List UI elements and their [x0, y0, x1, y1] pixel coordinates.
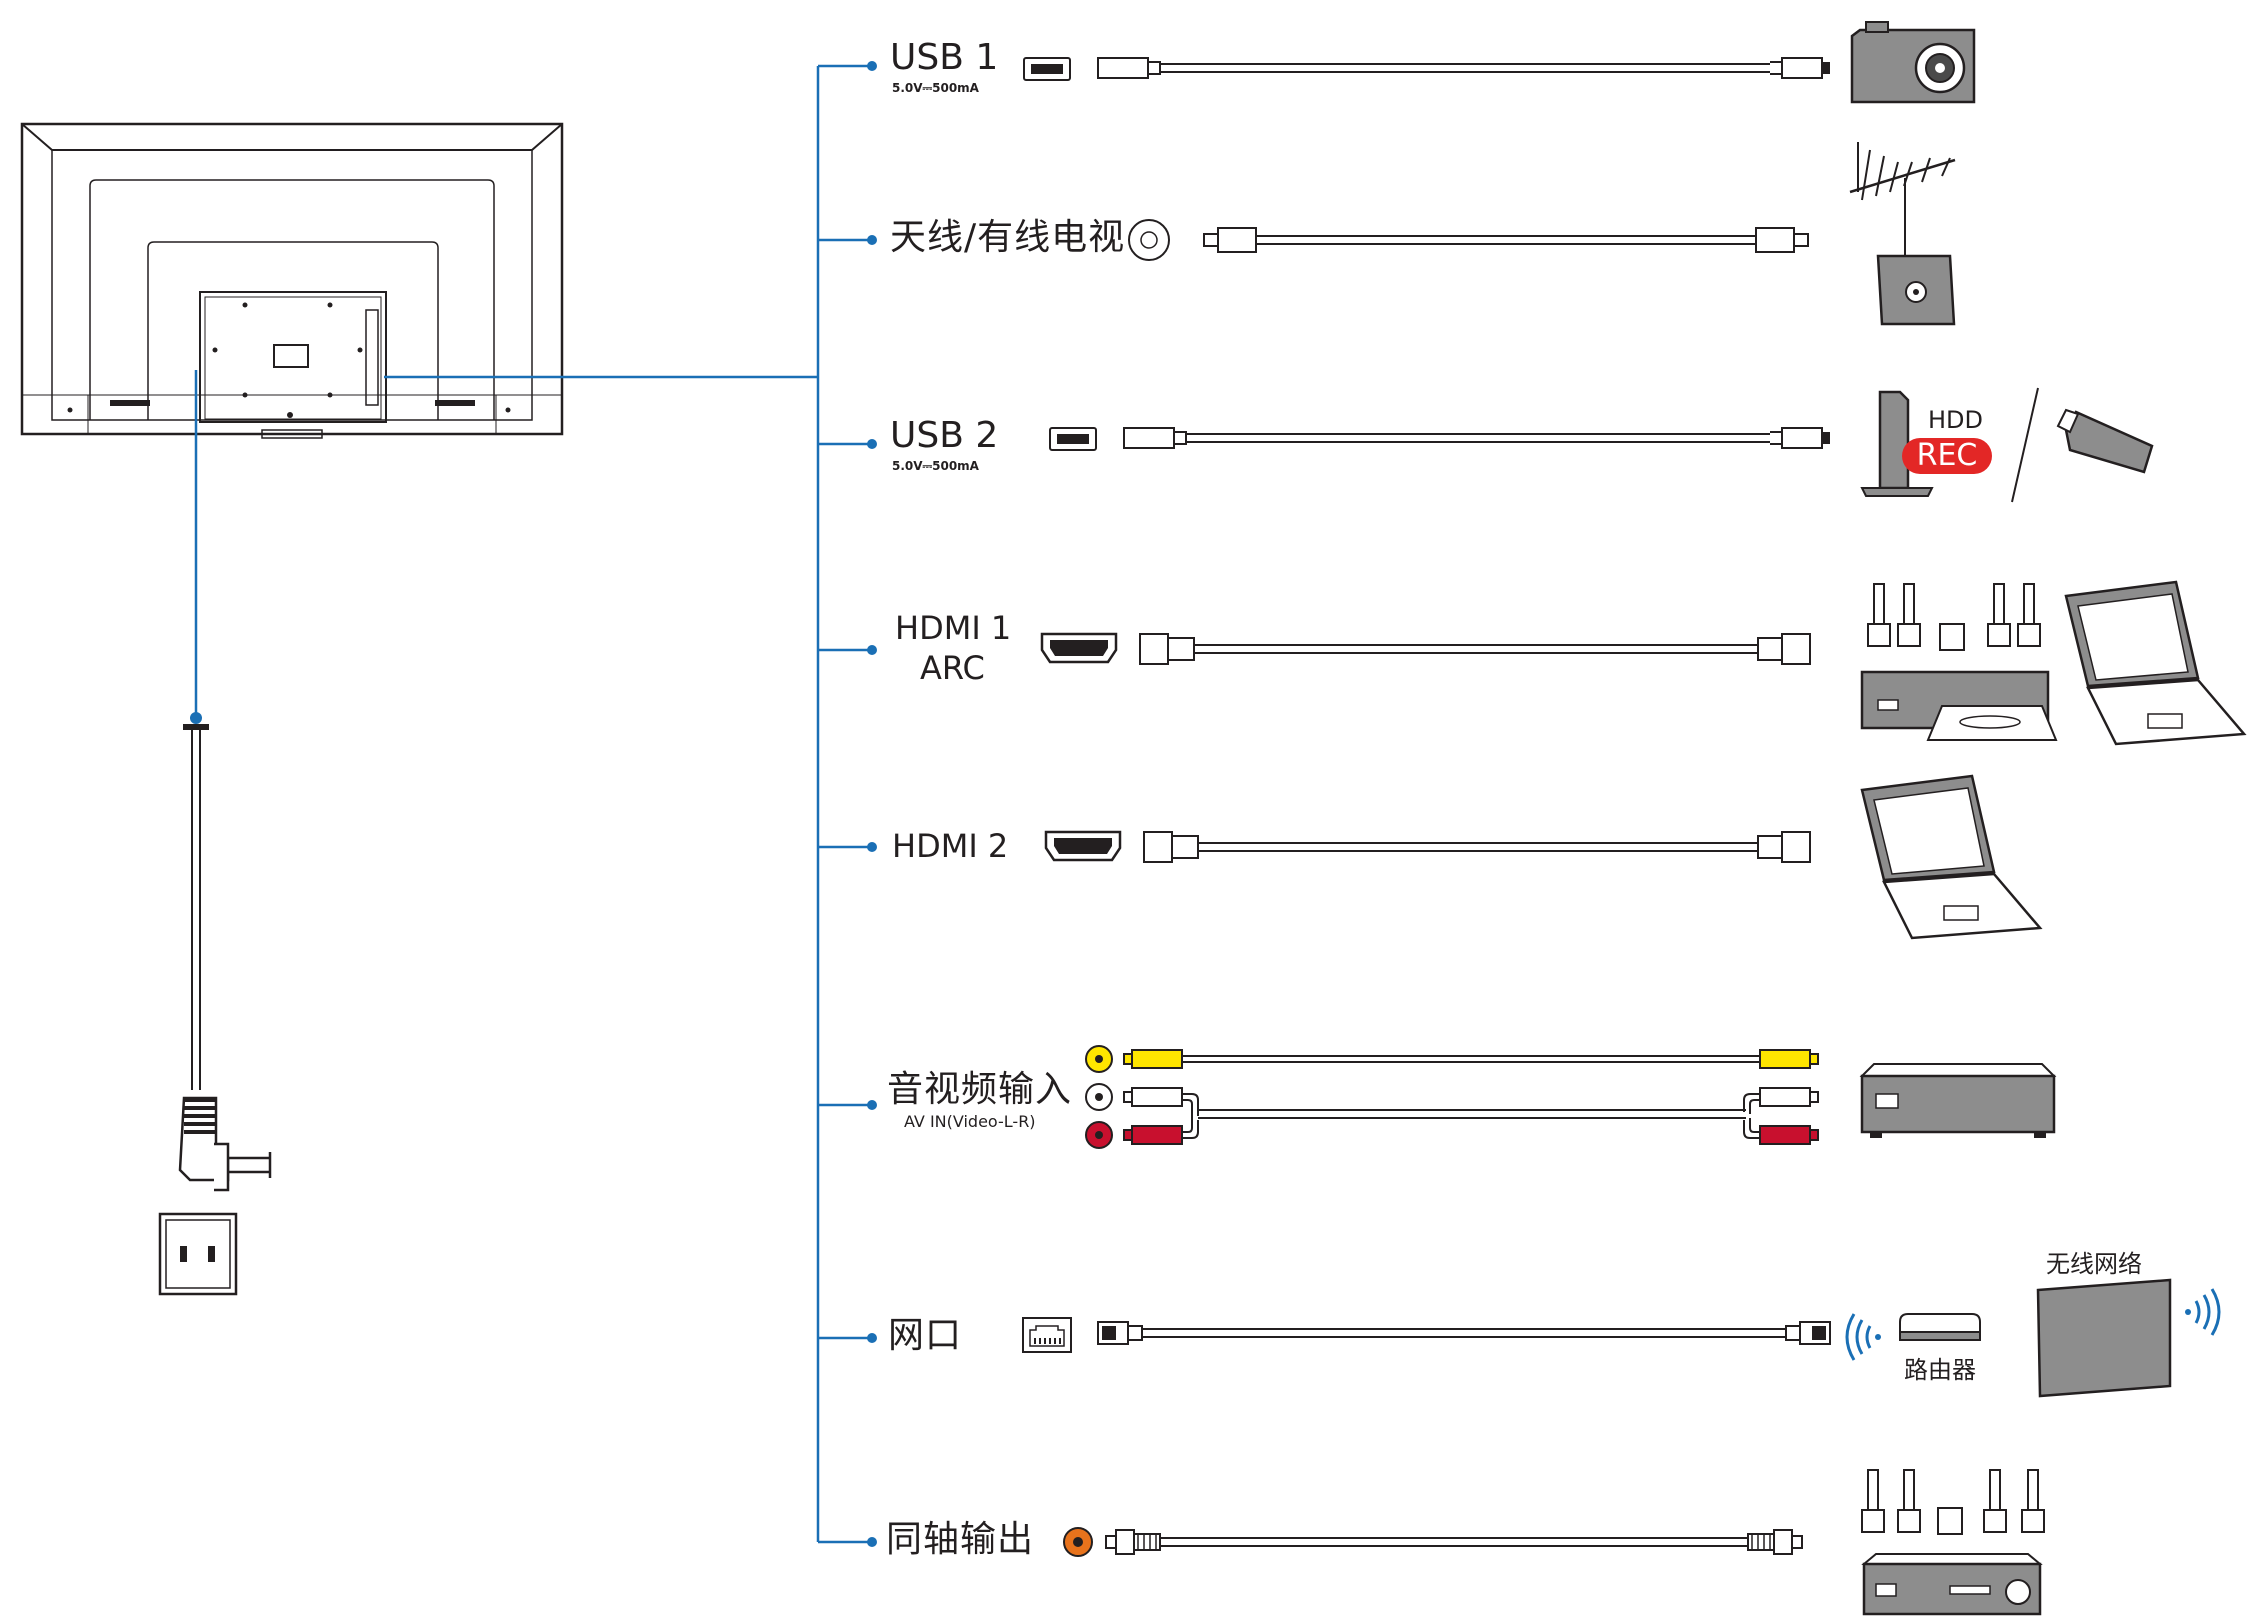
antenna-row: [1128, 219, 1809, 261]
antenna-device: [1849, 142, 1956, 326]
coax-row: [1063, 1527, 1803, 1557]
usb1-row: [1023, 57, 1830, 81]
usb-stick-device: [2056, 408, 2154, 474]
hdmi2-label: HDMI 2: [892, 827, 1009, 865]
usb1-label: USB 1: [890, 37, 999, 78]
lan-label: 网口: [888, 1315, 963, 1356]
usb2-label: USB 2: [890, 415, 999, 456]
av-in-sub-label: AV IN(Video-L-R): [904, 1112, 1036, 1131]
router-device: [1899, 1313, 1981, 1341]
hdd-device: [1860, 387, 2039, 503]
rec-badge: REC: [1902, 438, 1992, 474]
usb2-rating: 5.0V⎓500mA: [892, 459, 979, 473]
hdmi1-label: HDMI 1: [895, 609, 1012, 647]
laptop-device-1: [2064, 580, 2247, 746]
connection-dots: [190, 61, 877, 1547]
hdmi1-row: [1040, 632, 1811, 665]
laptop-device-2: [1860, 774, 2043, 940]
wireless-panel-device: [2036, 1278, 2172, 1398]
tv-back-panel: [20, 122, 564, 439]
av-in-row: [1085, 1045, 1819, 1149]
lan-row: [1022, 1317, 1831, 1353]
wireless-network-label: 无线网络: [2046, 1250, 2142, 1278]
audio-system-device: [1861, 1469, 2045, 1616]
speaker-system-device: [1860, 583, 2058, 741]
hdd-label: HDD: [1928, 406, 1984, 434]
coax-label: 同轴输出: [886, 1519, 1035, 1560]
hdmi1-arc-label: ARC: [920, 649, 985, 687]
router-wifi-icon: [1845, 1313, 1881, 1361]
wireless-wifi-icon: [2185, 1288, 2221, 1336]
power-outlet: [158, 1212, 238, 1296]
av-player-device: [1859, 1063, 2057, 1138]
connection-lines: [194, 64, 872, 1544]
camera-device: [1850, 21, 1976, 104]
av-in-label: 音视频输入: [887, 1069, 1073, 1110]
hdmi2-row: [1044, 830, 1811, 863]
antenna-label: 天线/有线电视: [890, 217, 1126, 258]
power-cord: [178, 724, 272, 1192]
usb1-rating: 5.0V⎓500mA: [892, 81, 979, 95]
router-label: 路由器: [1904, 1356, 1976, 1384]
usb2-row: [1049, 427, 1830, 451]
